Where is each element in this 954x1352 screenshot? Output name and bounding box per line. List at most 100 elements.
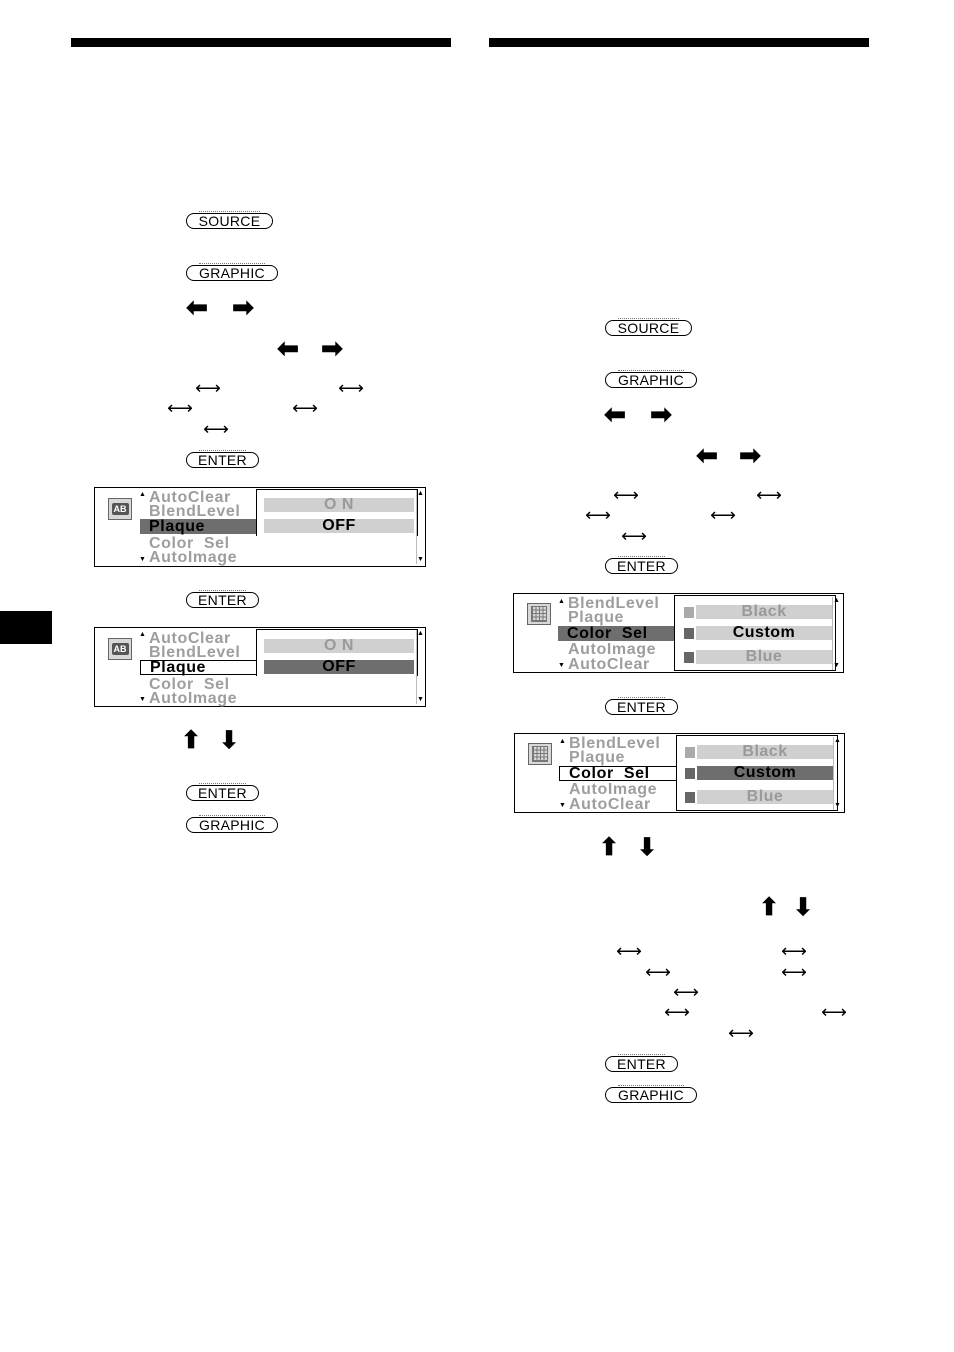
menu-item-autoclear: AutoClear bbox=[149, 630, 231, 647]
menu-item-color-sel: Color Sel bbox=[559, 766, 677, 782]
option-custom: Custom bbox=[696, 625, 832, 641]
option-blue: Blue bbox=[697, 789, 833, 805]
menu-item-color-sel: Color Sel bbox=[558, 626, 675, 642]
enter-button[interactable]: ENTER bbox=[605, 697, 678, 715]
option-black: Black bbox=[697, 744, 833, 760]
option-off: OFF bbox=[264, 518, 414, 534]
blend-icon-label: AB bbox=[111, 503, 129, 515]
right-column-header-rule bbox=[489, 38, 869, 47]
right-arrow-icon: ➡ bbox=[321, 333, 343, 363]
display-plaque-off-selected: AB ▲ ▼ AutoClear BlendLevel Plaque Color… bbox=[94, 627, 426, 707]
scroll-up-indicator: ▲ bbox=[139, 631, 146, 638]
down-arrow-icon: ⬇ bbox=[219, 727, 240, 754]
source-button[interactable]: SOURCE bbox=[605, 318, 692, 336]
double-arrow-icon: ⟷ bbox=[664, 1002, 690, 1022]
double-arrow-icon: ⟷ bbox=[195, 378, 221, 398]
color-grid-icon bbox=[527, 603, 551, 625]
scroll-up-indicator: ▲ bbox=[558, 598, 565, 605]
options-scrollbar[interactable]: ▲▼ bbox=[833, 737, 841, 810]
menu-item-plaque: Plaque bbox=[140, 519, 257, 535]
double-arrow-icon: ⟷ bbox=[203, 419, 229, 439]
scroll-up-indicator: ▲ bbox=[559, 738, 566, 745]
display-color-select: ▲ ▼ BlendLevel Plaque Color Sel AutoImag… bbox=[513, 593, 844, 673]
option-on: O N bbox=[264, 497, 414, 513]
scroll-down-indicator: ▼ bbox=[558, 662, 565, 669]
blend-icon-label: AB bbox=[111, 643, 129, 655]
menu-item-autoimage: AutoImage bbox=[149, 690, 238, 707]
enter-button[interactable]: ENTER bbox=[605, 1054, 678, 1072]
double-arrow-icon: ⟷ bbox=[616, 941, 642, 961]
double-arrow-icon: ⟷ bbox=[338, 378, 364, 398]
option-on: O N bbox=[264, 638, 414, 654]
menu-item-autoimage: AutoImage bbox=[569, 781, 658, 798]
double-arrow-icon: ⟷ bbox=[621, 526, 647, 546]
options-scrollbar[interactable]: ▲▼ bbox=[832, 597, 840, 670]
right-arrow-icon: ➡ bbox=[650, 399, 672, 429]
swatch-blue bbox=[684, 652, 694, 663]
enter-button[interactable]: ENTER bbox=[186, 450, 259, 468]
menu-item-plaque: Plaque bbox=[140, 660, 257, 676]
graphic-button[interactable]: GRAPHIC bbox=[605, 1085, 697, 1103]
option-off: OFF bbox=[264, 659, 414, 675]
enter-button[interactable]: ENTER bbox=[186, 590, 259, 608]
section-tab-marker bbox=[0, 611, 52, 644]
double-arrow-icon: ⟷ bbox=[781, 962, 807, 982]
swatch-custom bbox=[685, 768, 695, 779]
double-arrow-icon: ⟷ bbox=[167, 398, 193, 418]
double-arrow-icon: ⟷ bbox=[613, 485, 639, 505]
menu-item-plaque: Plaque bbox=[568, 609, 625, 626]
color-grid-icon bbox=[528, 743, 552, 765]
scroll-down-indicator: ▼ bbox=[559, 802, 566, 809]
blend-icon: AB bbox=[108, 638, 132, 660]
scroll-up-indicator: ▲ bbox=[139, 491, 146, 498]
menu-item-autoimage: AutoImage bbox=[149, 549, 238, 566]
up-arrow-icon: ⬆ bbox=[759, 894, 780, 921]
double-arrow-icon: ⟷ bbox=[728, 1023, 754, 1043]
scroll-down-indicator: ▼ bbox=[139, 696, 146, 703]
menu-item-color-sel: Color Sel bbox=[149, 535, 230, 552]
menu-item-autoclear: AutoClear bbox=[149, 489, 231, 506]
graphic-button[interactable]: GRAPHIC bbox=[186, 263, 278, 281]
display-plaque-select: AB ▲ ▼ AutoClear BlendLevel Plaque Color… bbox=[94, 487, 426, 567]
menu-item-color-sel: Color Sel bbox=[149, 676, 230, 693]
enter-button[interactable]: ENTER bbox=[186, 783, 259, 801]
option-custom: Custom bbox=[697, 765, 833, 781]
double-arrow-icon: ⟷ bbox=[781, 941, 807, 961]
right-arrow-icon: ➡ bbox=[232, 292, 254, 322]
scroll-down-indicator: ▼ bbox=[139, 556, 146, 563]
left-arrow-icon: ⬅ bbox=[277, 333, 299, 363]
right-arrow-icon: ➡ bbox=[739, 440, 761, 470]
swatch-blue bbox=[685, 792, 695, 803]
option-blue: Blue bbox=[696, 649, 832, 665]
up-arrow-icon: ⬆ bbox=[599, 834, 620, 861]
menu-item-autoclear: AutoClear bbox=[569, 796, 651, 813]
options-scrollbar[interactable]: ▲▼ bbox=[416, 630, 424, 704]
swatch-custom bbox=[684, 628, 694, 639]
left-arrow-icon: ⬅ bbox=[186, 292, 208, 322]
menu-item-blendlevel: BlendLevel bbox=[149, 644, 241, 661]
source-button[interactable]: SOURCE bbox=[186, 211, 273, 229]
left-arrow-icon: ⬅ bbox=[696, 440, 718, 470]
down-arrow-icon: ⬇ bbox=[637, 834, 658, 861]
blend-icon: AB bbox=[108, 498, 132, 520]
double-arrow-icon: ⟷ bbox=[585, 505, 611, 525]
up-arrow-icon: ⬆ bbox=[181, 727, 202, 754]
double-arrow-icon: ⟷ bbox=[821, 1002, 847, 1022]
menu-item-autoimage: AutoImage bbox=[568, 641, 657, 658]
menu-item-blendlevel: BlendLevel bbox=[569, 735, 661, 752]
enter-button[interactable]: ENTER bbox=[605, 556, 678, 574]
display-color-custom-selected: ▲ ▼ BlendLevel Plaque Color Sel AutoImag… bbox=[514, 733, 845, 813]
menu-item-blendlevel: BlendLevel bbox=[149, 503, 241, 520]
double-arrow-icon: ⟷ bbox=[756, 485, 782, 505]
double-arrow-icon: ⟷ bbox=[292, 398, 318, 418]
down-arrow-icon: ⬇ bbox=[793, 894, 814, 921]
swatch-black bbox=[684, 607, 694, 618]
left-arrow-icon: ⬅ bbox=[604, 399, 626, 429]
menu-item-blendlevel: BlendLevel bbox=[568, 595, 660, 612]
graphic-button[interactable]: GRAPHIC bbox=[605, 370, 697, 388]
options-scrollbar[interactable]: ▲▼ bbox=[416, 490, 424, 564]
graphic-button[interactable]: GRAPHIC bbox=[186, 815, 278, 833]
menu-item-plaque: Plaque bbox=[569, 749, 626, 766]
left-column-header-rule bbox=[71, 38, 451, 47]
double-arrow-icon: ⟷ bbox=[645, 962, 671, 982]
